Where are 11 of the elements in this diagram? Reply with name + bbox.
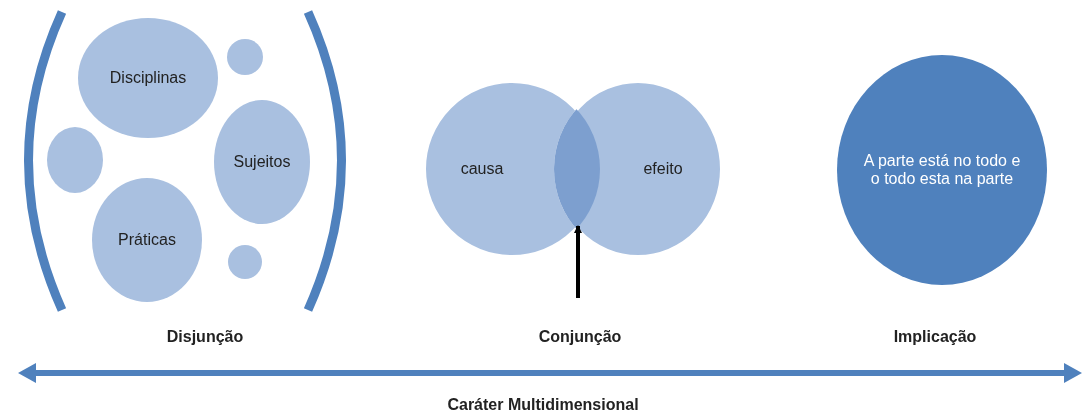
circle-label: Práticas — [118, 231, 176, 249]
section-label: Implicação — [893, 328, 977, 346]
section-label: Disjunção — [166, 328, 244, 346]
circle-label: Sujeitos — [233, 153, 291, 171]
circle-label: causa — [460, 160, 504, 178]
arrow — [574, 225, 582, 298]
circle-label: Disciplinas — [109, 69, 187, 87]
circle-label: efeito — [643, 160, 683, 178]
section-label: Conjunção — [538, 328, 622, 346]
circle-label: A parte está no todo e o todo esta na parte — [862, 152, 1022, 188]
caption: Caráter Multidimensional — [447, 396, 639, 414]
